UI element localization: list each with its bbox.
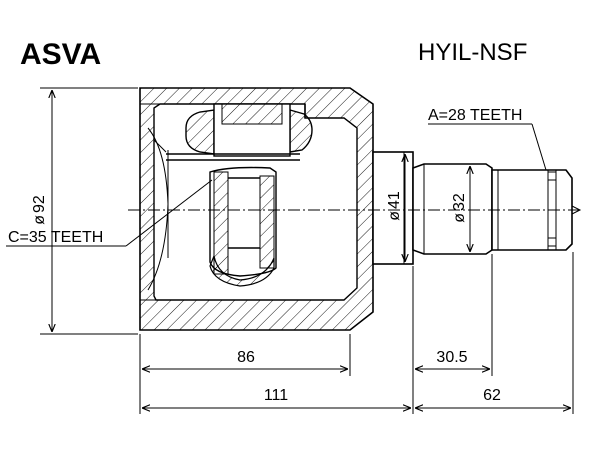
part-number: HYIL-NSF	[418, 39, 527, 66]
shaft-diameter-value: 32	[451, 193, 468, 211]
stub-shaft	[412, 163, 573, 255]
svg-text:ø41: ø41	[386, 191, 403, 221]
overall-length-value: 111	[264, 387, 288, 404]
dim-spline-length: 30.5	[415, 349, 490, 369]
dim-shaft-diameter: ø32	[451, 166, 470, 252]
svg-text:ø32: ø32	[451, 193, 468, 223]
dim-flange-diameter: ø41	[386, 154, 405, 262]
housing-length-value: 86	[237, 349, 255, 366]
flange-diameter-value: 41	[386, 191, 403, 209]
housing-diameter-value: 92	[31, 195, 48, 213]
dim-housing-diameter: ø92	[31, 87, 138, 335]
brand-logo: ASVA	[20, 38, 101, 71]
dim-housing-length: 86	[142, 349, 348, 369]
inner-race	[147, 103, 313, 291]
callout-outer-teeth: A=28 TEETH	[428, 107, 547, 171]
outer-teeth-label: A=28 TEETH	[428, 107, 522, 124]
svg-text:ø92: ø92	[31, 195, 48, 225]
spline-length-value: 30.5	[436, 349, 467, 366]
dim-shaft-length: 62	[415, 387, 571, 408]
shaft-length-value: 62	[483, 387, 501, 404]
dim-overall-length: 111	[142, 387, 411, 408]
inner-teeth-label: C=35 TEETH	[8, 229, 103, 246]
